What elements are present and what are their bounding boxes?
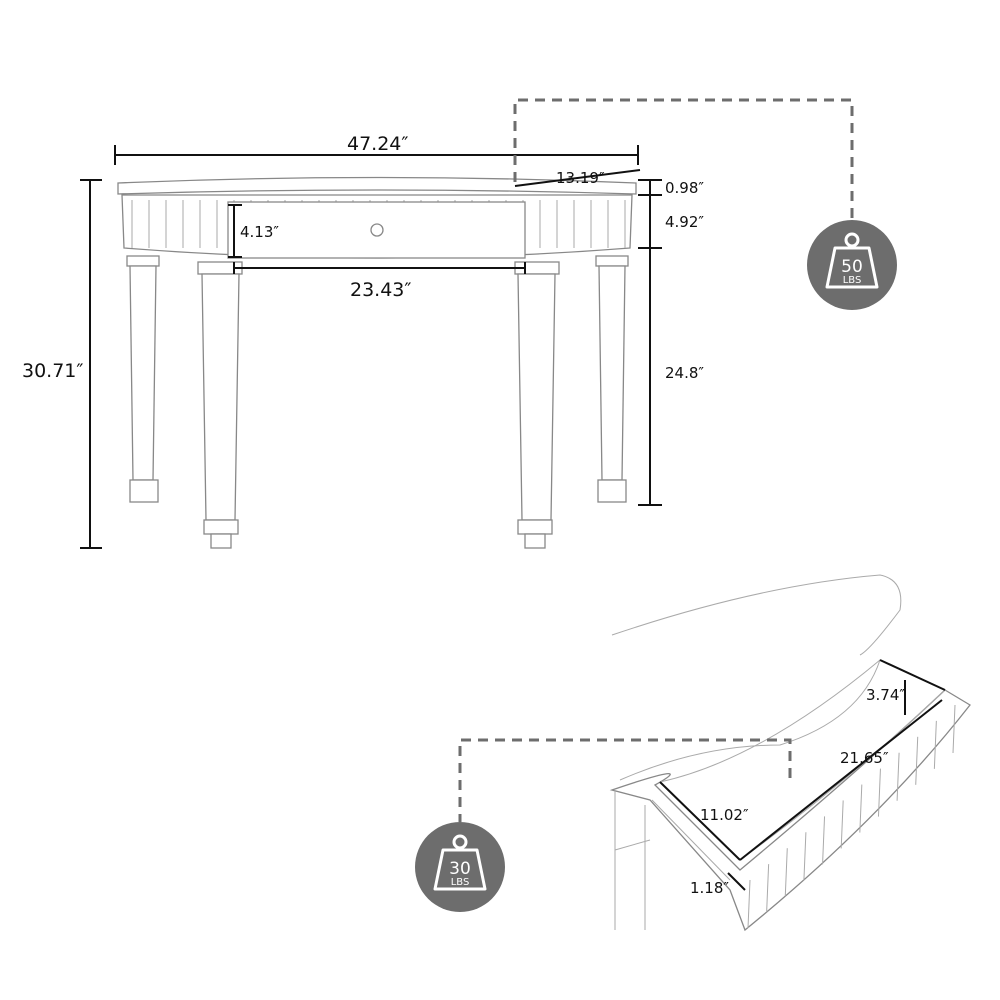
weight-value: 30 xyxy=(449,859,471,879)
drawer-flute-line xyxy=(784,848,788,897)
apron-height-label: 4.92″ xyxy=(665,213,704,231)
drawer-flute-line xyxy=(747,879,751,929)
drawer-width-label: 11.02″ xyxy=(700,806,749,824)
console-table-front-drawing xyxy=(117,176,637,549)
weight-icon xyxy=(825,232,879,289)
drawer-depth-label: 3.74″ xyxy=(866,686,905,704)
weight-unit: LBS xyxy=(843,275,862,286)
drawer-flute-line xyxy=(896,752,900,801)
drawer-flute-line xyxy=(877,768,881,817)
drawer-flute-line xyxy=(933,720,937,769)
drawer-flute-line xyxy=(803,832,807,881)
depth-label: 13.19″ xyxy=(556,169,605,187)
drawer-flute-line xyxy=(766,864,770,913)
weight-value: 50 xyxy=(841,257,863,277)
tabletop-weight-badge: 50 LBS xyxy=(807,220,897,310)
drawer-length-label: 21.65″ xyxy=(840,749,889,767)
dimension-lines xyxy=(80,145,662,549)
width-label: 47.24″ xyxy=(347,133,409,155)
weight-icon xyxy=(433,834,487,891)
weight-unit: LBS xyxy=(451,877,470,888)
drawer-side-label: 1.18″ xyxy=(690,879,729,897)
drawer-flute-line xyxy=(859,784,863,833)
total-height-label: 30.71″ xyxy=(22,360,84,382)
leg-spacing-label: 23.43″ xyxy=(350,279,412,301)
drawer-flute-line xyxy=(952,704,956,754)
leg-clearance-label: 24.8″ xyxy=(665,364,704,382)
drawer-flute-line xyxy=(822,816,826,865)
drawer-flute-line xyxy=(915,736,919,785)
drawer-flute-line xyxy=(840,800,844,849)
top-thickness-label: 0.98″ xyxy=(665,179,704,197)
open-drawer-drawing xyxy=(609,574,971,932)
drawer-weight-badge: 30 LBS xyxy=(415,822,505,912)
drawer-front-height-label: 4.13″ xyxy=(240,223,279,241)
